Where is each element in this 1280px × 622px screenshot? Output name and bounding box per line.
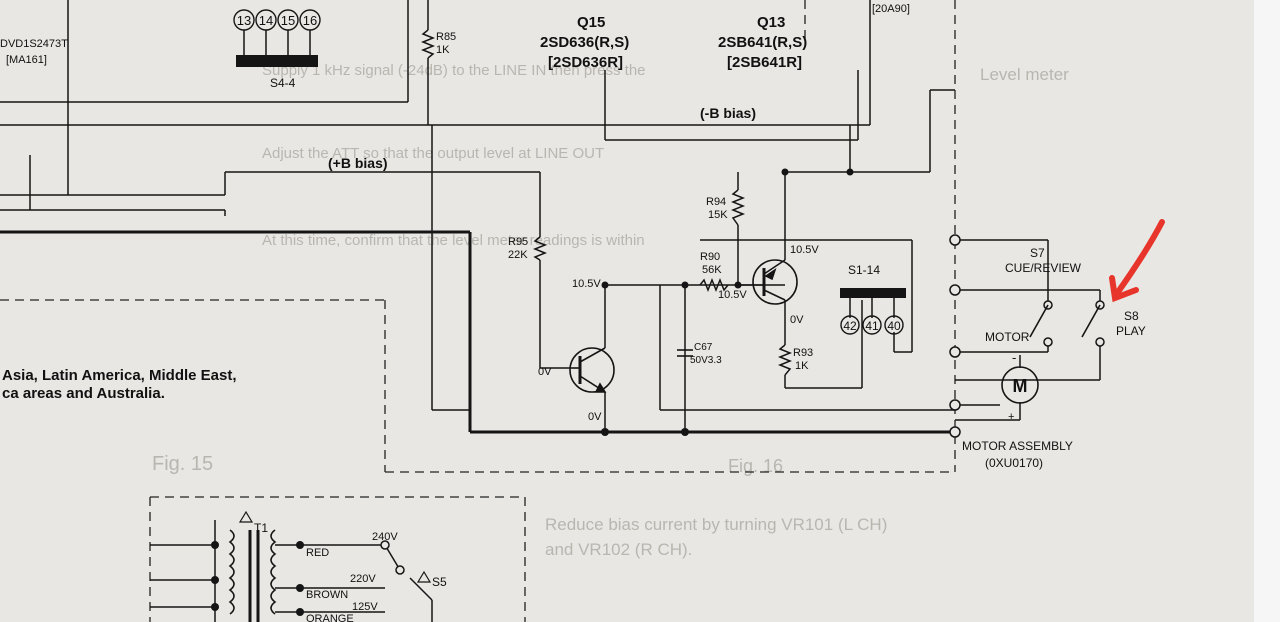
pin-13-label: 13 (237, 13, 251, 28)
pin-40-label: 40 (887, 319, 901, 333)
pin-42-label: 42 (843, 319, 857, 333)
r90-val: 56K (702, 264, 722, 276)
s1-14-label: S1-14 (848, 263, 880, 277)
transistor-q13-symbol (738, 259, 798, 305)
region-note-2: ca areas and Australia. (2, 385, 165, 402)
ghost-adjust2: and VR102 (R CH). (545, 540, 692, 559)
motor-plus: + (1008, 411, 1014, 423)
motor-m-symbol: M (1013, 376, 1028, 396)
r95-val: 22K (508, 249, 528, 261)
q13-ref: Q13 (757, 14, 785, 31)
pin-41-label: 41 (865, 319, 879, 333)
junction-dots (211, 168, 854, 616)
s7-name: CUE/REVIEW (1005, 261, 1082, 275)
tap-220v: 220V (350, 573, 376, 585)
wire-brown: BROWN (306, 589, 348, 601)
diode-part: DVD1S2473T (0, 38, 68, 50)
ghost-level-meter: Level meter (980, 65, 1069, 84)
voltage-0-b: 0V (538, 366, 552, 378)
pin-16-label: 16 (303, 13, 317, 28)
top-right-part: [20A90] (872, 3, 910, 15)
transistor-q15-symbol (569, 347, 615, 393)
q15-part: 2SD636(R,S) (540, 34, 629, 51)
t1-ref: T1 (254, 521, 268, 535)
diode-alt: [MA161] (6, 54, 47, 66)
dashed-boundaries (0, 0, 956, 622)
transformer-t1 (228, 510, 432, 622)
r94-ref: R94 (706, 196, 726, 208)
capacitor-c67 (677, 349, 693, 357)
page-edge (1254, 0, 1280, 622)
r93-val: 1K (795, 360, 809, 372)
s4-4-label: S4-4 (270, 76, 296, 90)
connector-s4-4: 13 14 15 16 S4-4 (233, 9, 321, 90)
annotation-arrow (1109, 219, 1165, 303)
resistor-symbols (420, 29, 793, 376)
motor-label: MOTOR (985, 330, 1030, 344)
wire-red: RED (306, 547, 329, 559)
motor-symbol: M - + (1001, 350, 1039, 423)
ghost-fig16: Fig. 16 (728, 456, 783, 476)
c67-val: 50V3.3 (690, 355, 722, 366)
bleed-through-text: Level meter Fig. 15 Fig. 16 Supply 1 kHz… (152, 62, 1069, 559)
wire-orange: ORANGE (306, 613, 354, 622)
voltage-105-c: 10.5V (718, 289, 747, 301)
q13-alt: [2SB641R] (727, 54, 802, 71)
tap-125v: 125V (352, 601, 378, 613)
pin-15-label: 15 (281, 13, 295, 28)
r94-val: 15K (708, 209, 728, 221)
region-note-1: Asia, Latin America, Middle East, (2, 367, 237, 384)
q13-part: 2SB641(R,S) (718, 34, 807, 51)
pin-14-label: 14 (259, 13, 273, 28)
ghost-adjust: Reduce bias current by turning VR101 (L … (545, 515, 887, 534)
s7-ref: S7 (1030, 246, 1045, 260)
ghost-step4: At this time, confirm that the level met… (262, 232, 645, 249)
s5-label: S5 (432, 575, 447, 589)
r93-ref: R93 (793, 347, 813, 359)
ghost-step3: Adjust the ATT so that the output level … (262, 145, 604, 162)
s8-name: PLAY (1116, 324, 1146, 338)
voltage-0-a: 0V (790, 314, 804, 326)
motor-part-label: (0XU0170) (985, 456, 1043, 470)
motor-minus: - (1012, 350, 1016, 365)
r95-ref: R95 (508, 236, 528, 248)
ghost-fig15: Fig. 15 (152, 453, 213, 475)
pos-bias-label: (+B bias) (328, 155, 388, 171)
connector-s1-14: 42 41 40 S1-14 (840, 263, 906, 335)
ghost-step2: Supply 1 kHz signal (-24dB) to the LINE … (262, 62, 646, 79)
tap-240v: 240V (372, 531, 398, 543)
r85-ref: R85 (436, 31, 456, 43)
switch-blades (1029, 304, 1101, 338)
voltage-105-b: 10.5V (790, 244, 819, 256)
r85-val: 1K (436, 44, 450, 56)
q15-ref: Q15 (577, 14, 605, 31)
open-terminals (380, 234, 1105, 575)
r90-ref: R90 (700, 251, 720, 263)
s8-ref: S8 (1124, 309, 1139, 323)
q15-alt: [2SD636R] (548, 54, 623, 71)
voltage-105-a: 10.5V (572, 278, 601, 290)
neg-bias-label: (-B bias) (700, 105, 756, 121)
voltage-0-c: 0V (588, 411, 602, 423)
labels: Q15 2SD636(R,S) [2SD636R] Q13 2SB641(R,S… (0, 3, 1146, 622)
motor-assembly-label: MOTOR ASSEMBLY (962, 439, 1073, 453)
c67-ref: C67 (694, 342, 713, 353)
